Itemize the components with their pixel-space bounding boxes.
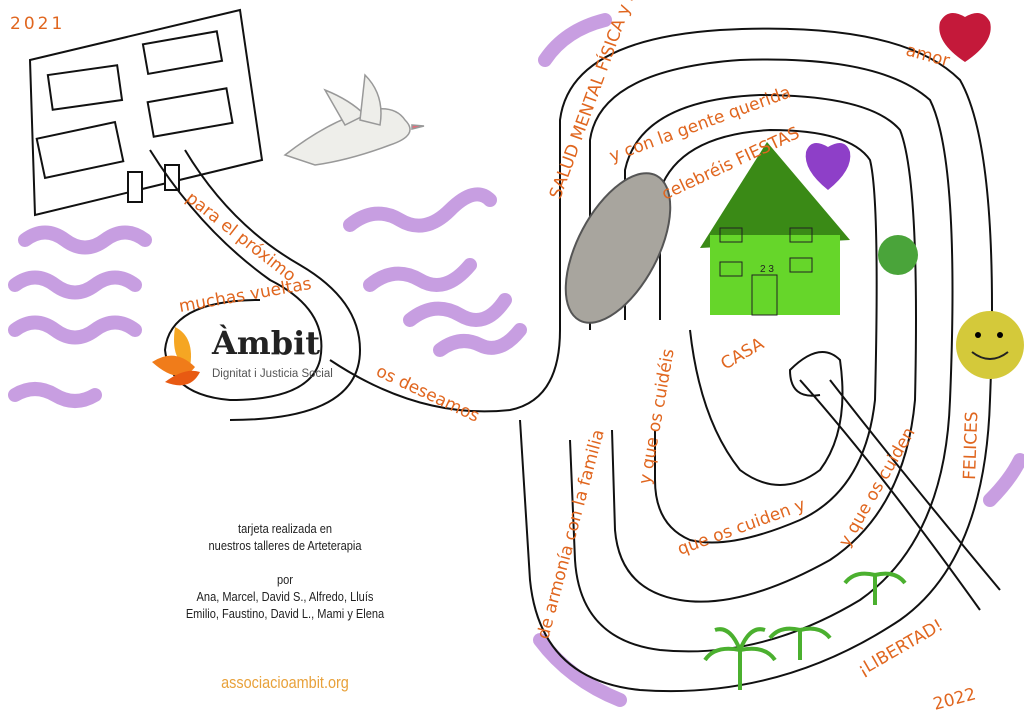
ambit-logo: Àmbit Dignitat i Justicia Social — [150, 322, 340, 392]
credits-line: tarjeta realizada en — [237, 521, 332, 536]
handwritten-text: CASA — [718, 334, 768, 375]
handwritten-text: muchas vueltas — [177, 274, 313, 317]
handwritten-text: amor — [904, 41, 952, 72]
year-label: 2021 — [10, 14, 66, 34]
credits-por: por — [277, 572, 293, 587]
oval-table-drawing — [564, 172, 672, 324]
handwritten-text: SALUD MENTAL FÍSICA y suerte — [544, 0, 655, 202]
website-link[interactable]: associacioambit.org — [221, 673, 349, 692]
year-end-label: 2022 — [931, 684, 978, 715]
handwritten-text: para el próximo — [182, 188, 300, 286]
logo-name: Àmbit — [212, 324, 320, 362]
dove-drawing — [283, 73, 425, 166]
handwritten-text: ¡LIBERTAD! — [855, 616, 947, 681]
handwritten-text: que os cuiden y — [675, 495, 808, 560]
credits-names: Emilio, Faustino, David L., Mami y Elena — [185, 606, 385, 621]
logo-tagline: Dignitat i Justicia Social — [212, 368, 333, 380]
tree-icon — [878, 235, 918, 275]
heart-icon — [805, 143, 851, 190]
credits-names: Ana, Marcel, David S., Alfredo, Lluís — [196, 589, 374, 604]
house-number: 2 3 — [760, 264, 774, 275]
smiley-icon — [956, 311, 1024, 379]
credits: tarjeta realizada en nuestros talleres d… — [162, 520, 409, 622]
house-drawing — [700, 142, 850, 316]
winding-path — [149, 27, 1001, 693]
red-heart-icon — [939, 13, 991, 62]
handwritten-text: FELICES — [960, 411, 982, 480]
credits-line: nuestros talleres de Arteterapia — [208, 538, 362, 553]
handwritten-text: os deseamos — [373, 361, 483, 426]
purple-strokes — [8, 13, 1024, 707]
palm-trees — [703, 571, 907, 690]
handwritten-text: y que os cuidéis — [635, 347, 679, 486]
buildings-drawing — [28, 8, 264, 217]
handwritten-text: y que os cuiden — [835, 424, 920, 550]
butterfly-logo-icon — [152, 327, 200, 386]
